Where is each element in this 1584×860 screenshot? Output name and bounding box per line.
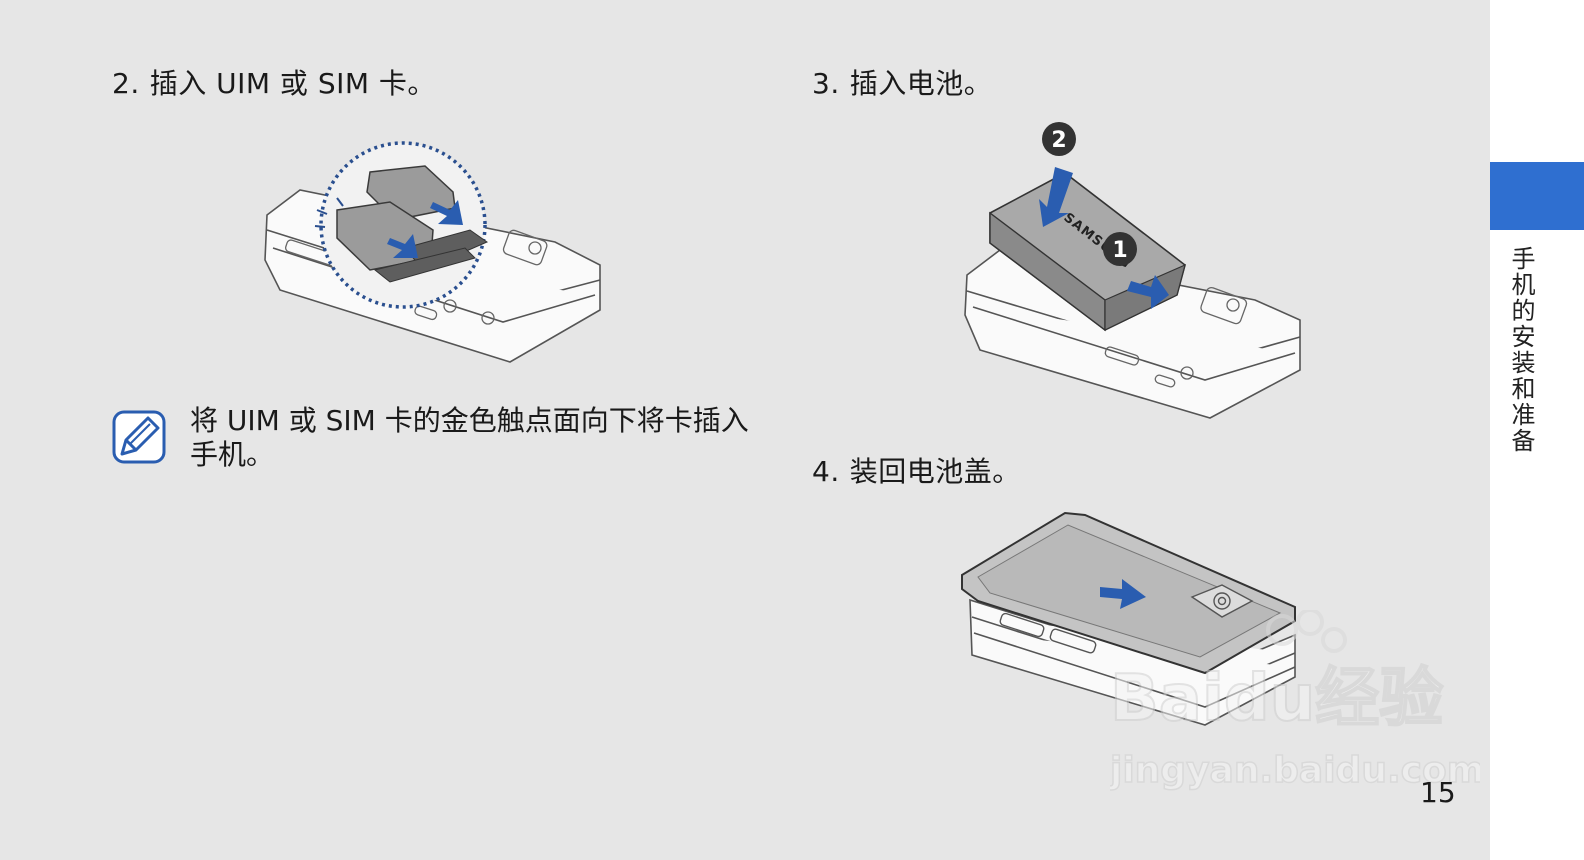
chapter-sidebar <box>1490 0 1584 860</box>
step-text: 插入电池。 <box>849 67 993 100</box>
step-number: 2. <box>112 67 140 100</box>
battery-insertion-illustration: SAMSUNG 2 1 <box>964 122 1301 419</box>
step-3-heading: 3. 插入电池。 <box>812 62 992 102</box>
battery-cover-illustration <box>961 511 1296 726</box>
step-text: 插入 UIM 或 SIM 卡。 <box>149 67 436 100</box>
page-number: 15 <box>1420 776 1456 809</box>
step-text: 装回电池盖。 <box>849 455 1021 488</box>
chapter-tab-marker <box>1490 162 1584 230</box>
chapter-title: 手机的安装和准备 <box>1507 246 1535 454</box>
sim-card-insertion-illustration <box>264 141 601 363</box>
step-2-heading: 2. 插入 UIM 或 SIM 卡。 <box>112 62 436 102</box>
note-text: 将 UIM 或 SIM 卡的金色触点面向下将卡插入手机。 <box>190 404 749 471</box>
step-number: 3. <box>812 67 840 100</box>
note-icon <box>112 410 166 464</box>
step-4-heading: 4. 装回电池盖。 <box>812 450 1021 490</box>
callout-2: 2 <box>1051 128 1066 153</box>
callout-1: 1 <box>1112 238 1127 263</box>
manual-page: 2. 插入 UIM 或 SIM 卡。 <box>112 62 1480 809</box>
step-number: 4. <box>812 455 840 488</box>
